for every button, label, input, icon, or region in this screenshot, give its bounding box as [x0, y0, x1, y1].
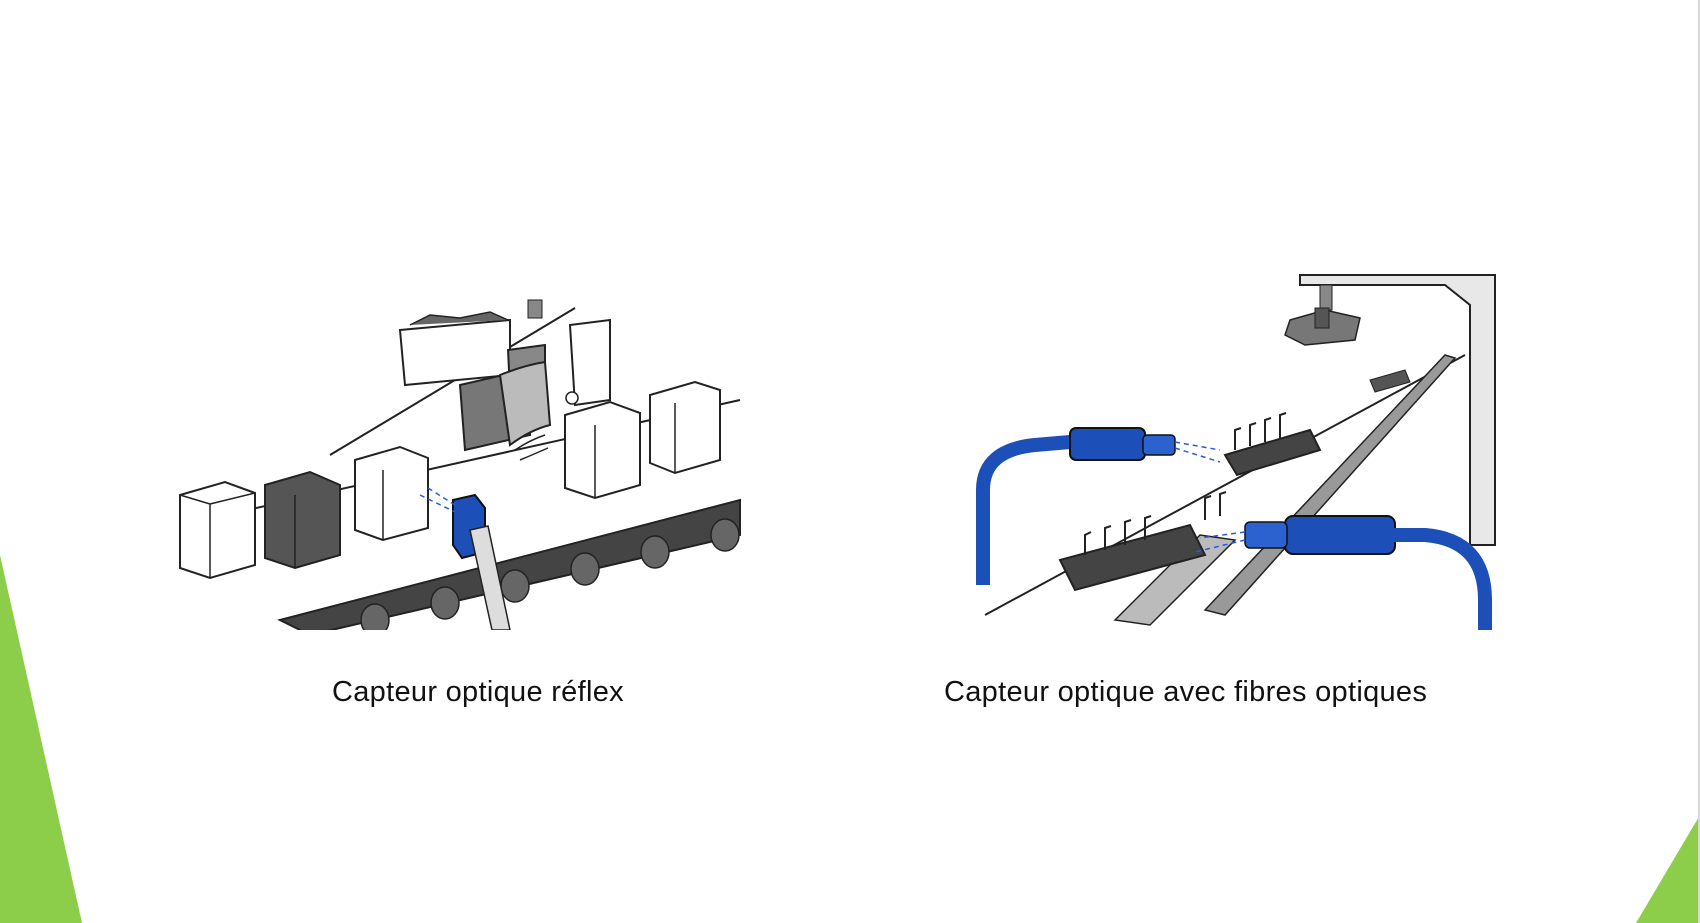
green-triangle-right: [1636, 815, 1700, 923]
caption-reflex-sensor: Capteur optique réflex: [332, 676, 624, 708]
white-box-1: [179, 480, 256, 580]
white-box-3: [564, 400, 641, 500]
small-block: [527, 299, 543, 319]
dark-part-front: [1058, 523, 1207, 592]
white-box-2: [354, 445, 429, 542]
caption-fiber-optic-sensor: Capteur optique avec fibres optiques: [944, 676, 1428, 708]
slide-border: [1698, 0, 1700, 923]
dark-box: [264, 470, 341, 570]
dark-part-back: [1223, 428, 1322, 477]
green-triangle-left: [0, 555, 82, 923]
fiber-cable-left: [976, 435, 1071, 585]
fiber-cable-right: [1393, 528, 1492, 630]
fiber-sensor-left: [1069, 427, 1146, 461]
fiber-sensor-right: [1284, 515, 1396, 555]
white-box-4: [649, 380, 721, 475]
reflex-sensor-illustration: [179, 299, 741, 630]
fiber-optic-sensor-illustration: [976, 274, 1496, 630]
